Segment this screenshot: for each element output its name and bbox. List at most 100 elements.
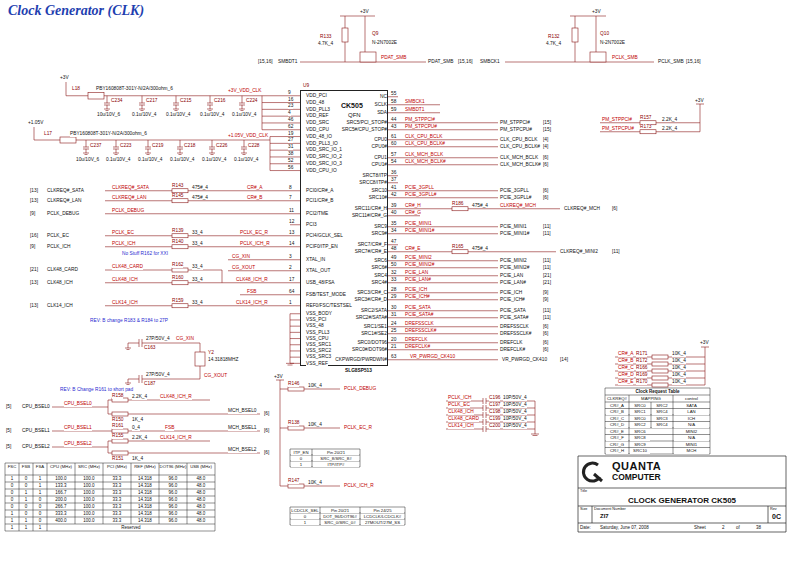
schematic-label: [6]: [543, 340, 548, 346]
schematic-label: 33.3: [104, 476, 131, 482]
resistor-symbol: [288, 426, 304, 430]
right-signal-wires: [388, 97, 560, 360]
schematic-label: [11]: [543, 258, 551, 264]
schematic-label: SRCT8/ITP: [362, 173, 387, 179]
schematic-label: 42: [391, 192, 396, 198]
schematic-label: [21]: [543, 280, 551, 286]
schematic-label: CPU0: [374, 137, 387, 143]
schematic-label: 49: [391, 255, 396, 261]
schematic-label: R158: [112, 393, 123, 399]
schematic-label: PCIE_ICH#: [405, 294, 430, 300]
schematic-label: 1: [20, 490, 33, 496]
schematic-label: 10K_4: [672, 379, 686, 385]
schematic-label: 0.1u/10V_4: [234, 157, 259, 163]
schematic-label: VSS_CPU: [306, 336, 328, 342]
schematic-label: SRC7/CR#_F: [358, 242, 387, 248]
frequency-table-grid: [5, 463, 215, 531]
schematic-label: 100.0: [76, 490, 103, 496]
schematic-label: 56: [288, 165, 293, 171]
schematic-label: CLK48_CARD: [448, 416, 479, 422]
schematic-label: MCH_BSEL2: [228, 447, 257, 453]
schematic-label: CR#_A: [247, 185, 262, 191]
schematic-label: CLKREQ#_SATA: [47, 188, 84, 194]
schematic-label: MINI1: [674, 442, 710, 448]
schematic-label: 1: [291, 462, 312, 468]
schematic-label: No Stuff R162 for XXI: [122, 251, 168, 257]
schematic-label: 14: [289, 241, 294, 247]
schematic-label: CLK48_CARD: [47, 267, 78, 273]
schematic-label: [6]: [543, 331, 548, 337]
schematic-label: C218: [184, 143, 195, 149]
schematic-label: 35: [391, 221, 396, 227]
schematic-label: 475#_4: [192, 195, 208, 201]
schematic-label: +3V: [360, 9, 369, 15]
schematic-label: SMBCK1: [405, 99, 425, 105]
schematic-label: FSC: [6, 464, 19, 469]
schematic-label: CLKREQ#_MCH: [500, 203, 536, 209]
schematic-label: 33_4: [192, 300, 203, 306]
schematic-label: SRC7#/CR#_E: [355, 249, 387, 255]
itp-table-grid: [290, 449, 360, 467]
schematic-label: PCIE_MINI1#: [500, 231, 529, 237]
schematic-label: DREFSSCLK#: [405, 328, 436, 334]
schematic-label: CR#_B: [247, 195, 262, 201]
schematic-label: C226: [216, 143, 227, 149]
schematic-label: PM_STPCPU#: [405, 124, 437, 130]
schematic-label: 33.3: [104, 490, 131, 496]
resistor-symbol: [652, 355, 668, 359]
schematic-label: SRC10: [372, 188, 387, 194]
schematic-label: PCI1/CR#_B: [306, 198, 333, 204]
schematic-label: +1.05V: [28, 120, 43, 126]
schematic-label: VDD_48_IO: [306, 134, 332, 140]
node-text: CLOCK GENERATOR CK505: [581, 496, 784, 505]
schematic-label: 96.0: [160, 497, 187, 503]
schematic-label: SRC4: [374, 273, 387, 279]
schematic-label: 23: [288, 103, 293, 109]
schematic-label: 38: [288, 151, 293, 157]
resistor-symbol: [652, 362, 668, 366]
schematic-label: 0: [291, 514, 320, 520]
schematic-label: control: [674, 396, 710, 402]
schematic-label: PCIE_LAN: [405, 270, 428, 276]
schematic-label: SRC4#: [372, 280, 387, 286]
schematic-label: R146: [288, 381, 299, 387]
schematic-label: 48: [391, 246, 396, 252]
schematic-label: 52: [288, 158, 293, 164]
schematic-label: CLK48_ICH: [448, 409, 474, 415]
schematic-label: 33.3: [104, 511, 131, 517]
schematic-label: PCI2/TME: [306, 211, 328, 217]
resistor-symbol: [452, 250, 468, 254]
resistor-symbol: [652, 383, 668, 387]
schematic-label: PCLK_ICH: [112, 241, 135, 247]
schematic-label: R145: [172, 193, 183, 199]
schematic-label: 27MOUT/27M_SS: [361, 520, 405, 526]
schematic-label: CPU_BSEL0: [22, 404, 50, 410]
schematic-label: 1: [20, 525, 33, 531]
schematic-label: CLK14_ICH_R: [160, 435, 192, 441]
schematic-label: 50: [391, 262, 396, 268]
power-wires: [34, 82, 300, 171]
schematic-label: SRC10: [630, 448, 651, 454]
schematic-label: CR#_C: [606, 416, 629, 422]
schematic-label: 61: [391, 134, 396, 140]
schematic-label: [15,16]: [258, 59, 273, 65]
schematic-label: NC: [380, 94, 387, 100]
schematic-label: REV: B Change R161 to short pad: [60, 387, 133, 393]
schematic-label: PCLK_DEBUG: [112, 208, 144, 214]
schematic-label: CLK48_ICH: [112, 277, 138, 283]
schematic-label: [21]: [543, 273, 551, 279]
schematic-label: 0: [34, 518, 47, 524]
schematic-label: DREFCLK#: [500, 347, 525, 353]
schematic-label: LCDCLK/LCDCLK#: [361, 514, 405, 520]
schematic-label: R161: [112, 423, 123, 429]
schematic-label: 33.3: [104, 504, 131, 510]
schematic-label: CLKREQ#_MINI2: [560, 249, 598, 255]
schematic-label: 0: [34, 504, 47, 510]
resistor-symbol: [652, 369, 668, 373]
page-title: Clock Generator (CLK): [8, 3, 144, 19]
schematic-label: CR#_B: [606, 409, 629, 415]
title-cell: CLOCK GENERATOR CK505: [580, 494, 784, 505]
schematic-label: VDD_SRC_IO_3: [306, 161, 342, 167]
schematic-label: SRC9: [630, 442, 651, 448]
resistor-symbol: [172, 304, 188, 308]
